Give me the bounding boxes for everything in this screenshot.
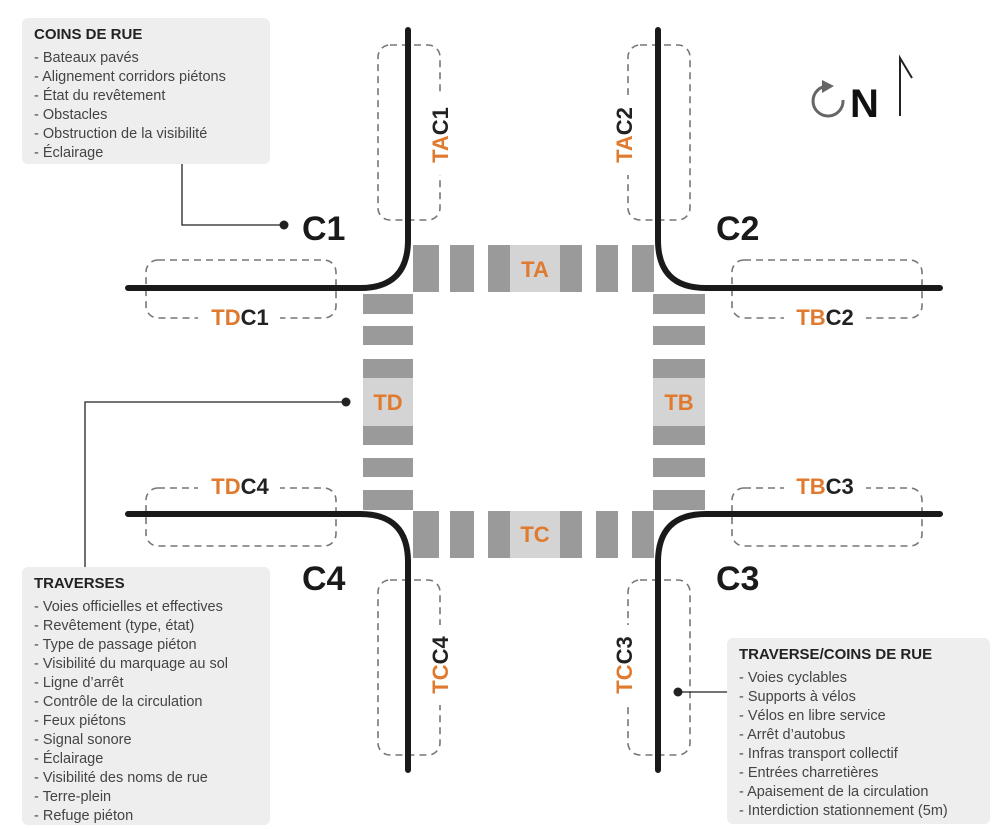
list-item: État du revêtement [34, 87, 258, 106]
list-item: Supports à vélos [739, 688, 978, 707]
zone-label-tbc2: TBC2 [796, 305, 853, 330]
list-item: Voies cyclables [739, 669, 978, 688]
list-item: Voies officielles et effectives [34, 598, 258, 617]
list-item: Éclairage [34, 750, 258, 769]
list-item: Éclairage [34, 144, 258, 163]
list-item: Interdiction stationnement (5m) [739, 802, 978, 821]
zone-label-tbc3: TBC3 [796, 474, 853, 499]
list-item: Refuge piéton [34, 807, 258, 826]
panel-mixed-list: Voies cyclables Supports à vélos Vélos e… [739, 669, 978, 821]
panel-traverses-list: Voies officielles et effectives Revêteme… [34, 598, 258, 826]
list-item: Visibilité du marquage au sol [34, 655, 258, 674]
crosswalk-label-td: TD [373, 390, 402, 415]
panel-coins-de-rue: COINS DE RUE Bateaux pavés Alignement co… [22, 18, 270, 164]
crosswalk-label-tb: TB [664, 390, 693, 415]
panel-coins-list: Bateaux pavés Alignement corridors piéto… [34, 49, 258, 163]
north-label: N [850, 82, 879, 126]
corner-label-c2: C2 [716, 210, 759, 248]
list-item: Infras transport collectif [739, 745, 978, 764]
panel-coins-title: COINS DE RUE [34, 26, 143, 43]
list-item: Bateaux pavés [34, 49, 258, 68]
panel-mixed-title: TRAVERSE/COINS DE RUE [739, 646, 933, 663]
zone-label-tac2: TAC2 [612, 107, 637, 163]
zone-label-tdc1: TDC1 [211, 305, 268, 330]
zone-label-tcc3: TCC3 [612, 636, 637, 693]
north-arrow-icon [899, 54, 913, 116]
list-item: Apaisement de la circulation [739, 783, 978, 802]
panel-traverse-coins-de-rue: TRAVERSE/COINS DE RUE Voies cyclables Su… [727, 638, 990, 824]
zone-label-tdc4: TDC4 [211, 474, 269, 499]
list-item: Visibilité des noms de rue [34, 769, 258, 788]
corner-label-c3: C3 [716, 560, 759, 598]
curb-c3 [655, 511, 943, 773]
compass: N [811, 54, 913, 126]
panel-traverses: TRAVERSES Voies officielles et effective… [22, 567, 270, 825]
zone-label-tac1: TAC1 [428, 107, 453, 163]
curb-c2 [655, 27, 943, 291]
list-item: Revêtement (type, état) [34, 617, 258, 636]
corner-label-c4: C4 [302, 560, 346, 598]
list-item: Feux piétons [34, 712, 258, 731]
panel-traverses-title: TRAVERSES [34, 575, 125, 592]
rotate-arrowhead-icon [822, 80, 834, 93]
leader-traverses [84, 397, 351, 567]
crosswalk-tc [413, 511, 654, 558]
curb-c1 [125, 27, 411, 291]
list-item: Type de passage piéton [34, 636, 258, 655]
leader-mixed [673, 687, 727, 697]
crosswalk-label-tc: TC [520, 522, 549, 547]
list-item: Obstacles [34, 106, 258, 125]
crosswalk-td [363, 294, 413, 510]
crosswalk-tb [653, 294, 705, 510]
crosswalk-label-ta: TA [521, 257, 549, 282]
curb-c4 [125, 511, 411, 773]
list-item: Entrées charretières [739, 764, 978, 783]
rotate-arrow-icon [811, 84, 845, 118]
list-item: Arrêt d’autobus [739, 726, 978, 745]
list-item: Signal sonore [34, 731, 258, 750]
corner-label-c1: C1 [302, 210, 345, 248]
list-item: Obstruction de la visibilité [34, 125, 258, 144]
leader-coins [181, 164, 289, 230]
list-item: Contrôle de la circulation [34, 693, 258, 712]
crosswalk-ta [413, 245, 654, 292]
list-item: Ligne d’arrêt [34, 674, 258, 693]
zone-label-tcc4: TCC4 [428, 636, 453, 694]
list-item: Terre-plein [34, 788, 258, 807]
list-item: Alignement corridors piétons [34, 68, 258, 87]
list-item: Vélos en libre service [739, 707, 978, 726]
